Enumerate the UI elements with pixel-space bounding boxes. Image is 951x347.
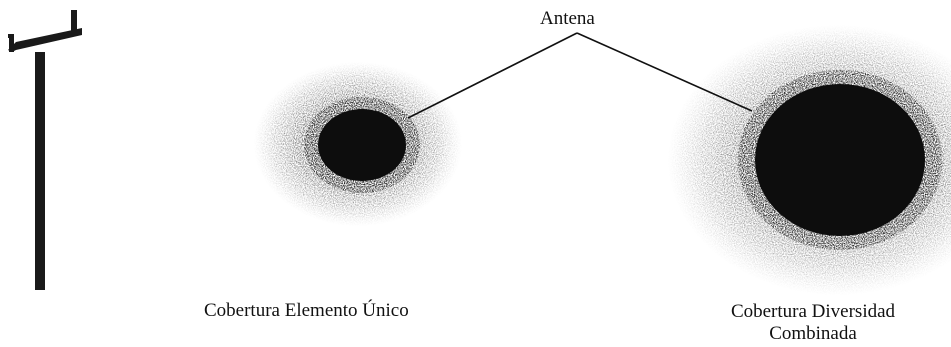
diversity-coverage-label-line-2: Combinada [769,323,857,344]
single-element-coverage-label: Cobertura Elemento Único [204,300,409,321]
leader-line-single [407,32,578,119]
diversity-coverage-label: Cobertura Diversidad Combinada [693,301,933,345]
antenna-leader-lines [407,32,753,119]
diversity-coverage [668,25,951,295]
antenna-label: Antena [540,8,595,29]
leader-line-diversity [576,32,753,112]
antenna-mast [8,10,82,290]
diversity-coverage-label-line-1: Cobertura Diversidad [730,301,896,322]
single-element-coverage [254,62,462,226]
